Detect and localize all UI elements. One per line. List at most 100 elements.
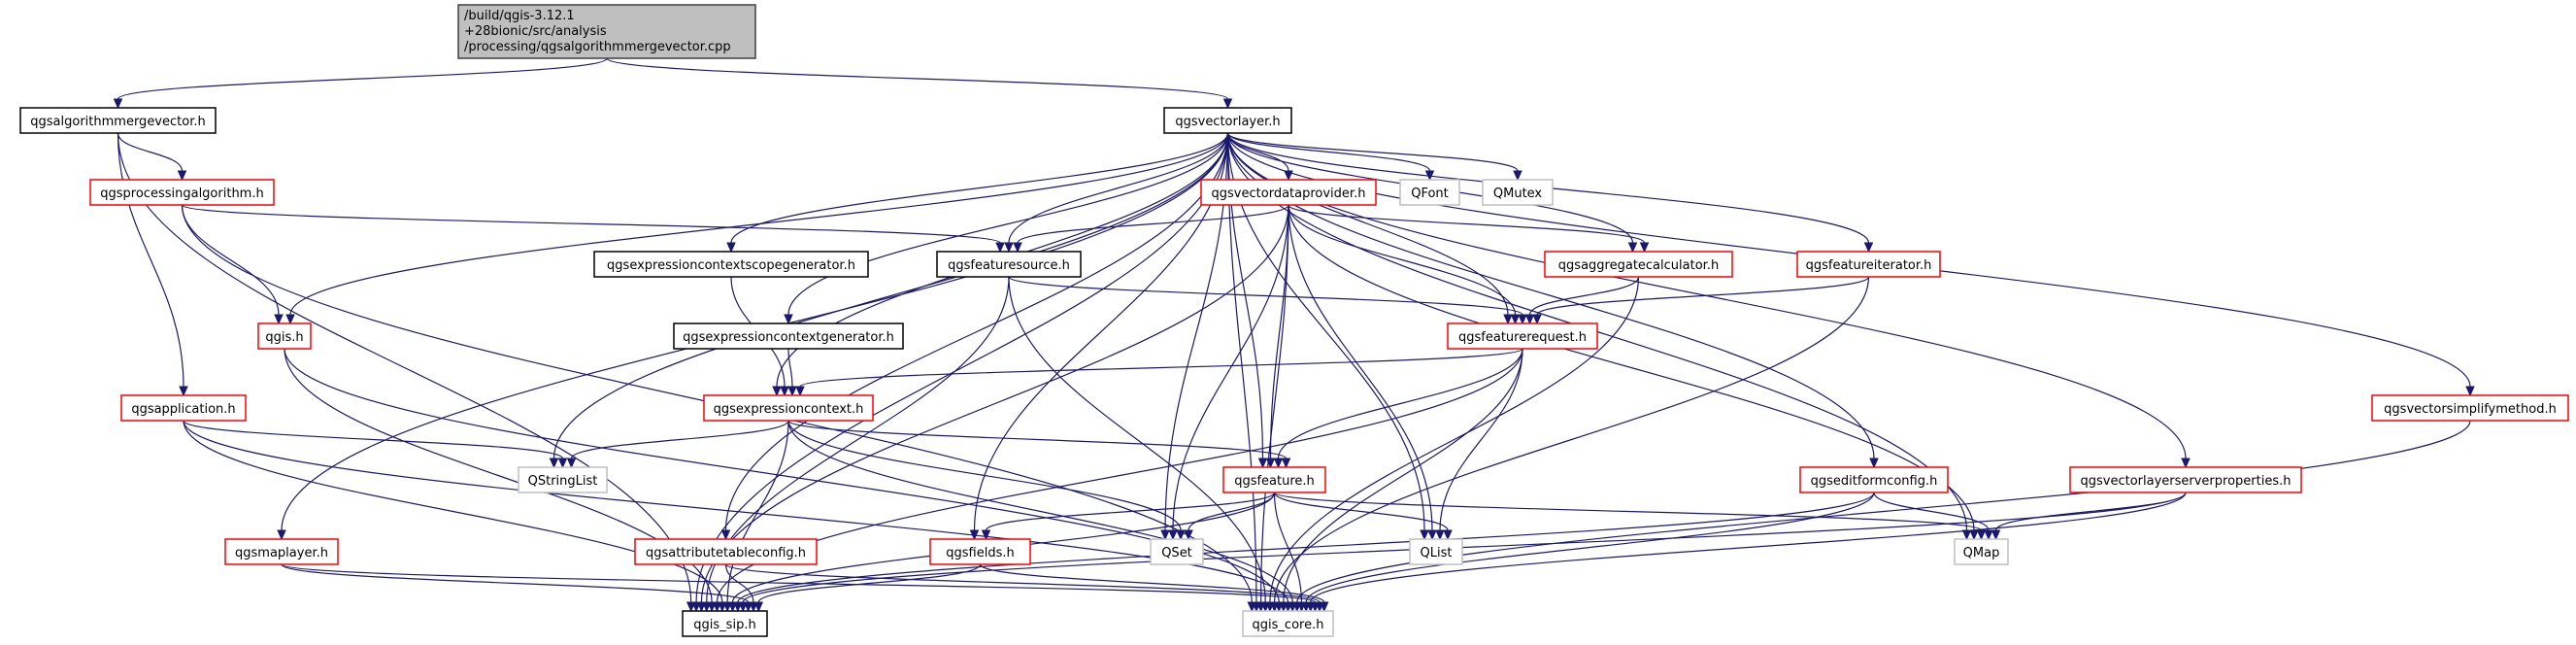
node-box [89,179,275,206]
node-qgsexpressioncontext-h[interactable]: qgsexpressioncontext.h [703,394,874,422]
edge-qgsfeature-h-to-qmap [1273,492,1987,541]
edge-qgsapplication-h-to-qgis-sip-h [183,420,727,613]
node-box [1482,179,1554,206]
node-qgsvectordataprovider-h[interactable]: qgsvectordataprovider.h [1200,179,1377,206]
edge-line [724,132,1229,531]
edge-qgsexpressioncontext-h-to-qset [787,420,1186,541]
edge-qgsfeatureiterator-h-to-qgsfeaturerequest-h [1532,276,1870,325]
edge-line [787,132,1229,316]
node-box [682,610,768,637]
edge-line [552,132,1229,459]
node-qgsfeaturesource-h[interactable]: qgsfeaturesource.h [936,251,1082,278]
node-label: qgsapplication.h [131,402,235,417]
node-qgsexpressioncontextgenerator-h[interactable]: qgsexpressioncontextgenerator.h [673,322,904,350]
node-qgsattributetableconfig-h[interactable]: qgsattributetableconfig.h [634,538,818,565]
node-qgis-core-h: qgis_core.h [1242,610,1334,637]
edge-qgsalgorithmmergevector-h-to-qgsapplication-h [117,132,188,397]
node-box [1222,466,1326,493]
arrowhead-icon [1257,458,1268,469]
node-label: +28bionic/src/analysis [464,24,607,39]
edge-qgsvectordataprovider-h-to-qgsfeaturesource-h [1013,204,1289,254]
arrowhead-icon [177,170,187,182]
node-box [1399,179,1460,206]
edge-line [1528,276,1640,316]
node-qgsfeatureiterator-h[interactable]: qgsfeatureiterator.h [1796,251,1941,278]
node-label: QFont [1411,187,1449,201]
node-qgsmaplayer-h[interactable]: qgsmaplayer.h [224,538,339,565]
arrowhead-icon [720,529,731,541]
edge-line [1283,348,1523,603]
node-label: qgis_core.h [1253,618,1324,632]
node-qgsfeaturerequest-h[interactable]: qgsfeaturerequest.h [1447,322,1598,350]
node-qgsfeature-h[interactable]: qgsfeature.h [1222,466,1326,493]
edge-line [799,348,1523,388]
node-qgsexpressioncontextscopegenerator-h[interactable]: qgsexpressioncontextscopegenerator.h [593,251,869,278]
node-label: /build/qgis-3.12.1 [464,9,575,23]
arrowhead-icon [549,458,559,469]
node-box [518,466,608,493]
arrowhead-icon [981,529,991,541]
arrowhead-icon [557,458,568,469]
node-qgis-sip-h[interactable]: qgis_sip.h [682,610,768,637]
node-label: qgsaggregatecalculator.h [1558,258,1719,273]
node-label: qgsexpressioncontextgenerator.h [683,330,894,345]
edge-line [1439,348,1523,531]
node-box [257,322,312,350]
edge-line [1226,132,1257,603]
arrowhead-icon [784,314,793,325]
arrowhead-icon [772,386,782,397]
node-qgsaggregatecalculator-h[interactable]: qgsaggregatecalculator.h [1544,251,1733,278]
node-label: qgsprocessingalgorithm.h [100,187,263,201]
arrowhead-icon [1319,601,1329,613]
edge-line [1172,204,1289,531]
edge-line [787,420,1293,603]
edge-line [1226,132,1519,172]
edge-line [183,420,723,603]
edge-line [1277,348,1523,459]
arrowhead-icon [113,98,123,110]
edge-line [1288,204,1433,531]
edge-line [757,563,982,603]
node-label: qgis_sip.h [693,618,755,632]
node-label: qgsexpressioncontext.h [714,402,864,417]
node-box [1447,322,1598,350]
edge-line [1260,204,1289,603]
edge-line [284,348,1280,603]
edge-line [695,132,1229,603]
edge-qgsfeaturerequest-h-to-qlist [1435,348,1523,541]
node-qgis-h[interactable]: qgis.h [257,322,312,350]
edge-line [1008,276,1523,316]
node-label: QList [1421,546,1453,560]
arrowhead-icon [1184,529,1193,541]
node-qgsalgorithmmergevector-h[interactable]: qgsalgorithmmergevector.h [19,107,217,134]
node-box [929,538,1031,565]
node-qgsprocessingalgorithm-h[interactable]: qgsprocessingalgorithm.h [89,179,275,206]
node-box [1409,538,1463,565]
edge-qgsfeature-h-to-qset [1184,492,1276,541]
edge-line [1288,204,1517,316]
node-box [1796,251,1941,278]
edge-qgsvectordataprovider-h-to-qlist [1288,204,1437,541]
node-qgseditformconfig-h[interactable]: qgseditformconfig.h [1799,466,1949,493]
node-label: QMutex [1493,187,1543,201]
edge-root-to-qgsvectorlayer-h [606,57,1233,110]
node-qgsfields-h[interactable]: qgsfields.h [929,538,1031,565]
arrowhead-icon [1532,314,1542,325]
node-box [1242,610,1334,637]
edge-line [1017,204,1289,244]
node-label: qgsfeaturesource.h [948,258,1070,273]
arrowhead-icon [787,386,797,397]
node-label: qgsmaplayer.h [235,546,328,560]
arrowhead-icon [1176,529,1186,541]
edge-line [787,420,1288,459]
node-box [703,394,874,422]
node-label: qgsvectordataprovider.h [1212,187,1366,201]
node-qstringlist: QStringList [518,466,608,493]
node-label: QStringList [528,474,598,489]
node-qgsvectorlayerserverproperties-h[interactable]: qgsvectorlayerserverproperties.h [2069,466,2302,493]
node-label: qgsalgorithmmergevector.h [30,115,205,129]
node-qgsvectorsimplifymethod-h[interactable]: qgsvectorsimplifymethod.h [2371,394,2569,422]
node-qgsvectorlayer-h[interactable]: qgsvectorlayer.h [1163,107,1292,134]
node-qgsapplication-h[interactable]: qgsapplication.h [120,394,247,422]
edge-line [570,420,789,459]
